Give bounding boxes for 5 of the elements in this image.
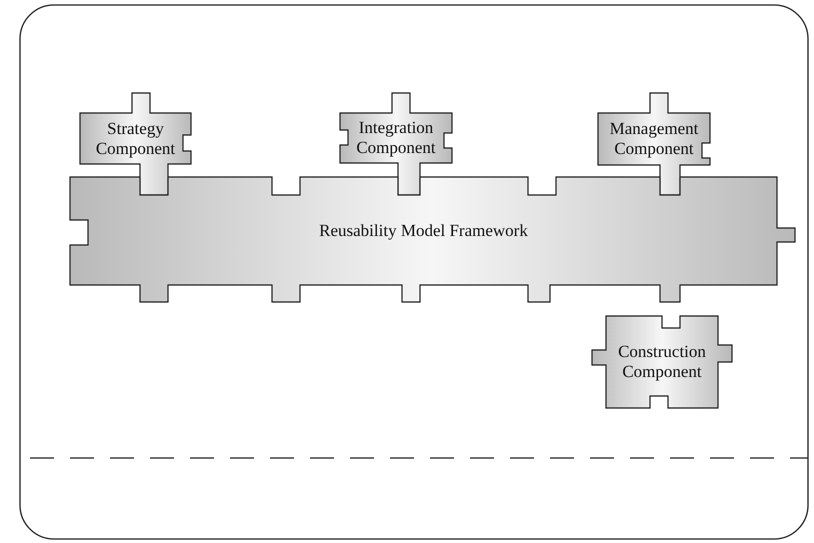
piece-label: Strategy Component bbox=[94, 118, 176, 158]
piece-label: Construction Component bbox=[617, 342, 707, 382]
piece-label: Integration Component bbox=[355, 118, 437, 158]
piece-label: Reusability Model Framework bbox=[319, 221, 528, 241]
piece-label: Management Component bbox=[608, 119, 700, 159]
